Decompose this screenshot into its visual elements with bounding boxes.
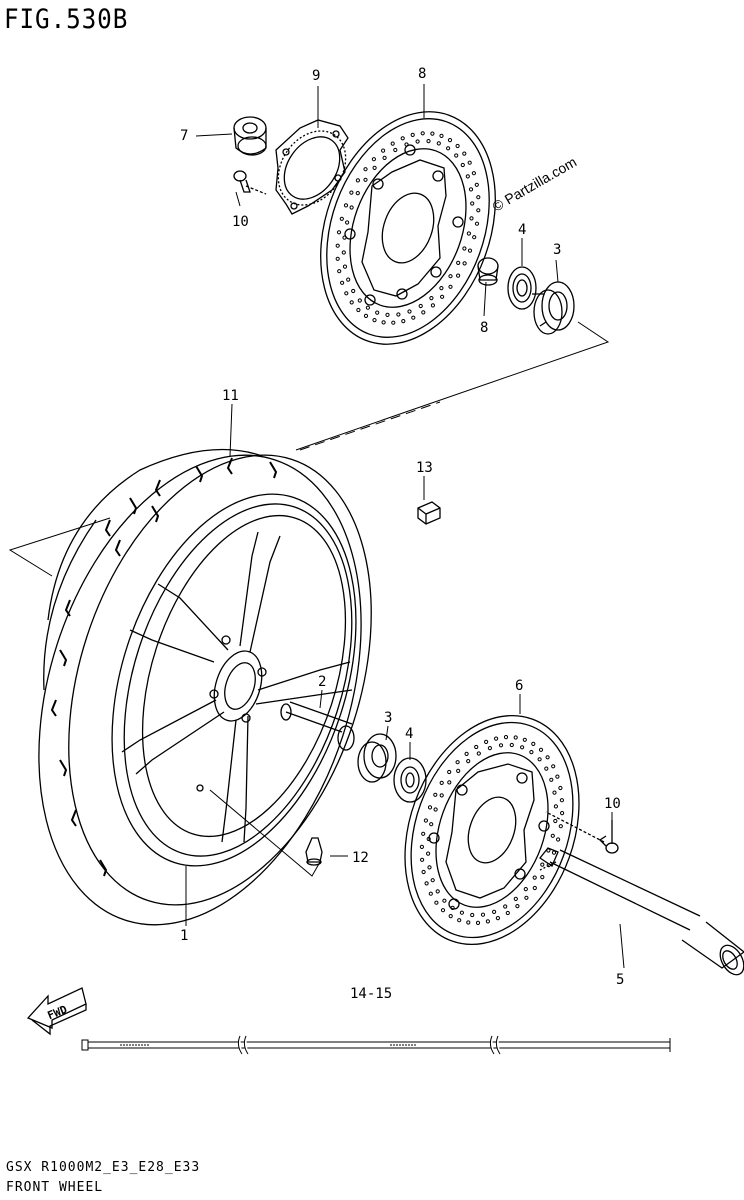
figure-title: FIG.530B (4, 4, 129, 35)
part-1-wheel-rim[interactable] (68, 463, 400, 897)
callout-8-lower: 6 (515, 678, 523, 694)
partzilla-watermark: © Partzilla.com (490, 154, 580, 215)
part-10-bolt-top[interactable] (233, 170, 267, 195)
part-3-bearing-top[interactable] (532, 281, 575, 335)
callout-3-lower: 3 (384, 710, 392, 726)
callout-1: 1 (180, 928, 188, 944)
part-12-valve[interactable] (305, 837, 323, 866)
frame-line-left (8, 517, 111, 577)
frame-line-upper (295, 321, 610, 451)
figure-name: FRONT WHEEL (6, 1180, 104, 1195)
part-7-sleeve[interactable] (477, 257, 499, 286)
part-3-bearing-lower[interactable] (357, 733, 397, 783)
callout-13: 13 (416, 460, 433, 476)
drawing-scale-bar (81, 1035, 671, 1055)
part-13-balance-weight[interactable] (417, 476, 441, 525)
callout-3-top: 3 (553, 242, 561, 258)
callout-11: 11 (222, 388, 239, 404)
callout-10-top: 10 (232, 214, 249, 230)
callout-2: 2 (318, 674, 326, 690)
callout-7: 8 (480, 320, 488, 336)
part-8-brake-disc-top[interactable] (290, 87, 526, 369)
part-10-bolt-lower[interactable] (545, 811, 619, 854)
model-code: GSX R1000M2_E3_E28_E33 (6, 1160, 201, 1175)
callout-4-lower: 4 (405, 726, 413, 742)
part-11-tire[interactable] (0, 413, 425, 966)
callout-8-top: 8 (418, 66, 426, 82)
part-9-sensor-ring[interactable] (264, 118, 359, 218)
fwd-arrow-icon (26, 987, 87, 1036)
callout-10-lower: 10 (604, 796, 621, 812)
part-5-axle[interactable] (539, 847, 744, 979)
callout-5: 5 (616, 972, 624, 988)
part-2-spacer-tube[interactable] (280, 701, 355, 751)
part-4-seal-top[interactable] (507, 266, 537, 310)
part-4-seal-lower[interactable] (393, 757, 427, 803)
part-6-collar[interactable] (233, 116, 267, 156)
callout-9: 9 (312, 68, 320, 84)
leader-lines (185, 84, 625, 969)
callout-12: 12 (352, 850, 369, 866)
year-range-label: 14-15 (350, 986, 392, 1002)
callout-4-top: 4 (518, 222, 526, 238)
callout-6: 7 (180, 128, 188, 144)
